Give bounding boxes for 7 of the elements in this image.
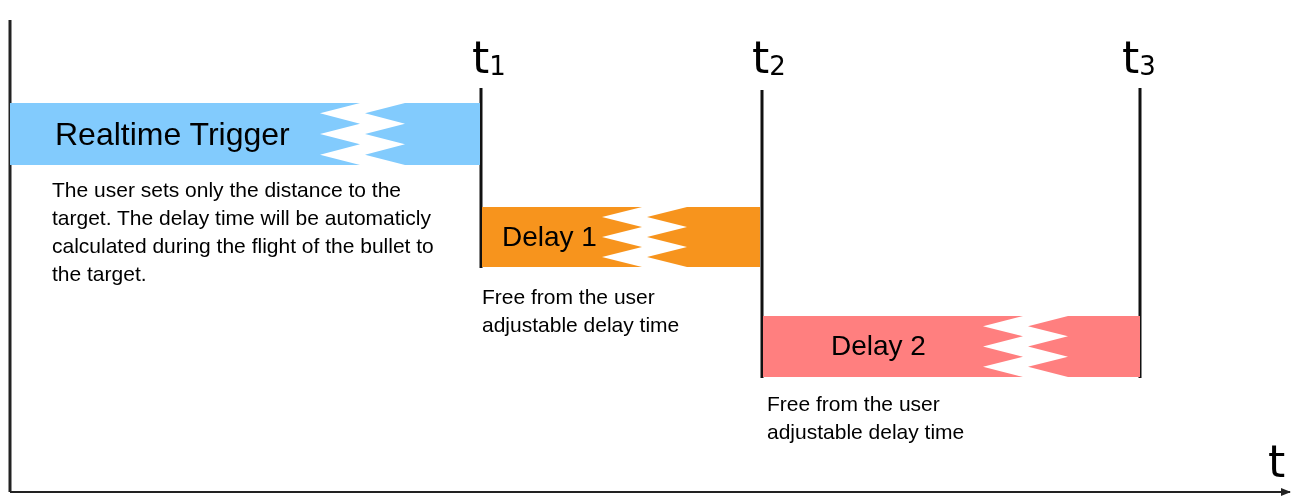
time-label: t: [1268, 440, 1286, 484]
bar-label: Delay 2: [831, 330, 926, 363]
description-text: Free from the user adjustable delay time: [767, 391, 966, 445]
description-text: The user sets only the distance to the target. The delay time will be automaticly calculated during the flight of the bullet to the target.: [52, 177, 435, 287]
bar-label: Delay 1: [502, 220, 597, 254]
description-text: Free from the user adjustable delay time: [482, 284, 681, 338]
bar-label: Realtime Trigger: [55, 115, 290, 153]
